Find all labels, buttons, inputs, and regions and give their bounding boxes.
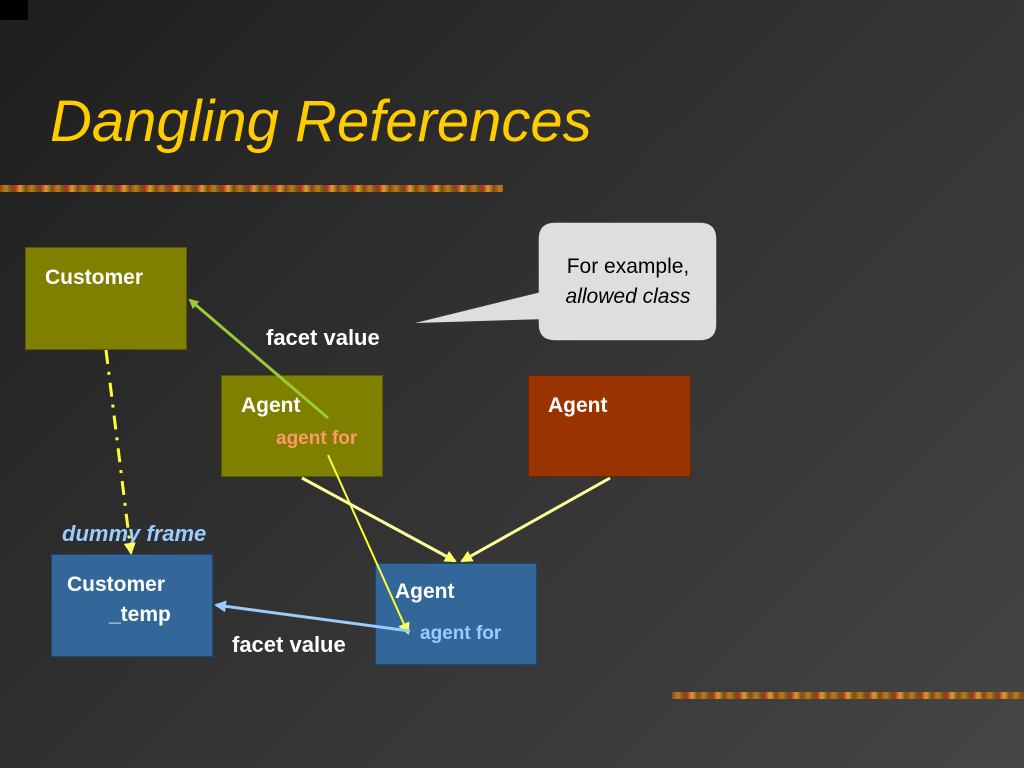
title-divider [0, 185, 503, 192]
footer-divider [672, 692, 1024, 699]
agent-olive-to-blue-arrow [301, 476, 457, 563]
agent-blue-box-label: Agent [395, 580, 455, 603]
callout-line-1: For example, [566, 255, 690, 278]
customer-temp-box-label-1: Customer [67, 573, 166, 596]
facet-value-label-top: facet value [266, 325, 380, 350]
agent-rust-to-blue-arrow [460, 476, 611, 563]
agent-olive-box-sublabel: agent for [276, 428, 358, 449]
customer-box: Customer [25, 247, 187, 350]
callout-text: For example, allowed class [548, 252, 708, 312]
customer-temp-box-label-2: _temp [109, 603, 171, 626]
facet-value-arrow-bottom [214, 600, 411, 633]
agent-olive-box: Agent agent for [221, 375, 383, 477]
callout-shape [407, 221, 718, 342]
agent-rust-box-label: Agent [548, 394, 608, 417]
agent-rust-box: Agent [528, 375, 691, 477]
corner-mark [0, 0, 28, 20]
facet-value-arrow-top [188, 298, 329, 420]
dummy-frame-dashed-line [104, 349, 136, 555]
slide-title: Dangling References [50, 89, 592, 154]
agent-olive-box-label: Agent [241, 394, 301, 417]
facet-value-label-bottom: facet value [232, 632, 346, 657]
callout-line-2: allowed class [565, 285, 691, 308]
customer-box-label: Customer [45, 266, 144, 289]
agent-for-arrow-olive [327, 454, 410, 635]
agent-blue-box: Agent agent for [375, 563, 537, 665]
dummy-frame-label: dummy frame [62, 521, 207, 546]
agent-blue-box-sublabel: agent for [420, 623, 502, 644]
customer-temp-box: Customer _temp [51, 554, 213, 657]
